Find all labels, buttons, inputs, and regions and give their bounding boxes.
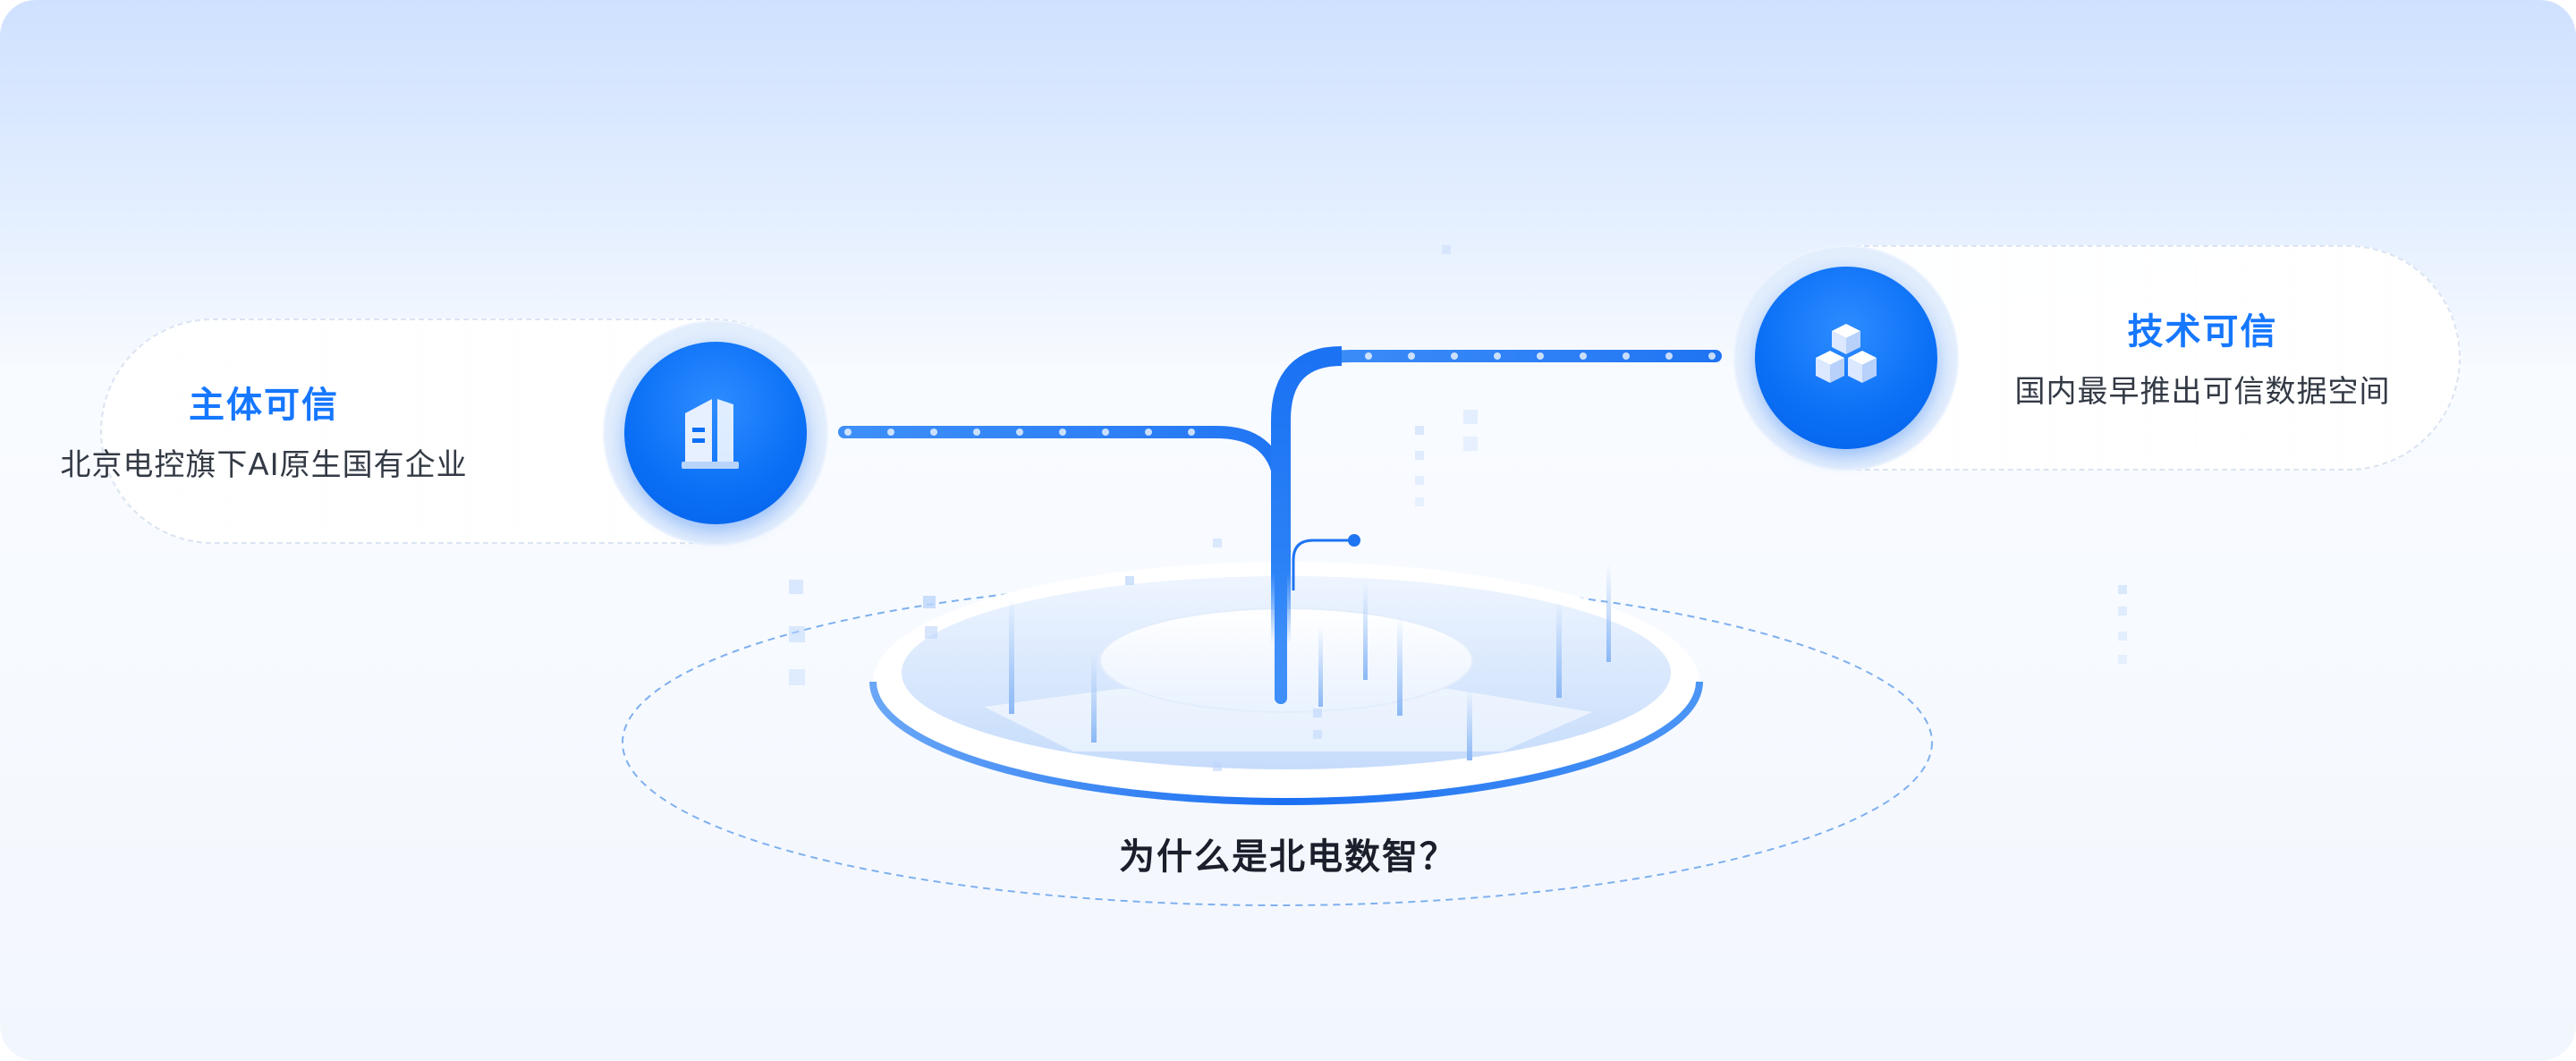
right-icon-badge bbox=[1735, 247, 1957, 469]
floating-squares bbox=[789, 245, 2127, 771]
left-card-title: 主体可信 bbox=[189, 385, 339, 426]
right-card-title: 技术可信 bbox=[2127, 311, 2278, 352]
building-icon bbox=[682, 399, 739, 469]
right-card-description: 国内最早推出可信数据空间 bbox=[2014, 374, 2391, 410]
bottom-question-title: 为什么是北电数智？ bbox=[1119, 836, 1457, 878]
cubes-icon bbox=[1816, 324, 1877, 383]
left-card-description: 北京电控旗下AI原生国有企业 bbox=[60, 447, 468, 483]
connector-lines bbox=[838, 346, 1722, 704]
left-feature-card: 主体可信 北京电控旗下AI原生国有企业 bbox=[60, 318, 825, 544]
line-dots bbox=[844, 352, 1716, 436]
left-icon-badge bbox=[605, 322, 826, 544]
